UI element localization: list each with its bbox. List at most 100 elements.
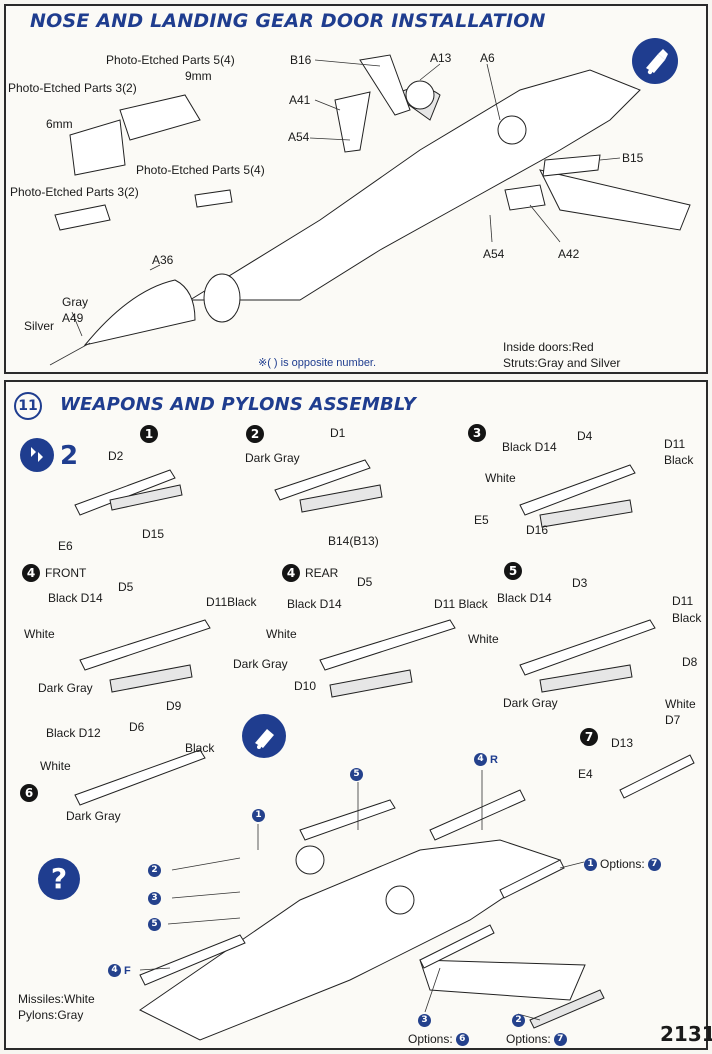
callout-5-side: 5	[148, 918, 161, 931]
aircraft-underside	[139, 839, 562, 1041]
door-panel-small	[54, 204, 111, 231]
label-d15: D15	[142, 527, 165, 541]
label-a36: A36	[152, 253, 174, 267]
label-dark-gray-2: Dark Gray	[245, 451, 300, 465]
callout-3: 3	[148, 892, 161, 905]
step-1-badge: 1	[140, 425, 158, 443]
callout-2: 2	[148, 864, 161, 877]
step-2-badge: 2	[246, 425, 264, 443]
step-11-number: 11	[18, 398, 38, 414]
missile-5-top	[299, 799, 396, 841]
label-d3: D3	[572, 576, 588, 590]
missile-f	[139, 934, 246, 986]
label-b14: B14(B13)	[328, 534, 379, 548]
label-white-3: White	[485, 471, 516, 485]
main-gear-door-b15	[542, 154, 601, 177]
label-9mm: 9mm	[185, 69, 212, 83]
missile-d4	[519, 464, 636, 516]
wing-outline	[539, 169, 691, 231]
missile-4-rear	[319, 619, 456, 671]
opposite-number-footnote: ※( ) is opposite number.	[258, 357, 377, 369]
label-d16: D16	[526, 523, 549, 537]
label-b15: B15	[622, 151, 644, 165]
label-pe32-top: Photo-Etched Parts 3(2)	[8, 81, 137, 95]
label-d11black-4r: D11 Black	[434, 597, 488, 611]
main-wheel	[497, 115, 527, 145]
label-e5: E5	[474, 513, 489, 527]
pylon-d10	[329, 669, 413, 698]
missile-4-front	[79, 619, 211, 671]
make-count: 2	[60, 441, 79, 471]
label-d7: D7	[665, 713, 681, 727]
missile-d1	[274, 459, 371, 501]
label-d13: D13	[611, 736, 634, 750]
label-d9: D9	[166, 699, 182, 713]
step-3-badge: 3	[468, 424, 486, 442]
missile-opt3	[419, 924, 495, 969]
label-white-4r: White	[266, 627, 297, 641]
paint-inside-doors: Inside doors:Red	[503, 340, 594, 354]
front-door-assembly	[69, 119, 126, 176]
door-panel-pe5	[194, 189, 233, 208]
page-number: 2131	[660, 1022, 712, 1046]
nose-gear-b16	[359, 54, 411, 116]
weapons-title: WEAPONS AND PYLONS ASSEMBLY	[60, 394, 416, 415]
make-two-icon	[20, 438, 54, 472]
label-d1: D1	[330, 426, 346, 440]
label-a41: A41	[289, 93, 311, 107]
missile-d3	[519, 619, 656, 676]
pylon-d9	[109, 664, 193, 693]
help-question-mark: ?	[50, 862, 68, 895]
label-white-6: White	[40, 759, 71, 773]
label-silver: Silver	[24, 319, 55, 333]
missile-opt1	[499, 859, 565, 899]
nose-gear-title: NOSE AND LANDING GEAR DOOR INSTALLATION	[30, 10, 546, 32]
pylon-opt2	[529, 989, 605, 1029]
double-part-icon	[31, 447, 43, 462]
pylon-b14	[299, 484, 383, 513]
glue-icon-weapons	[242, 714, 286, 758]
label-black-3: Black	[664, 453, 694, 467]
label-black-d14-3: Black D14	[502, 440, 557, 454]
glue-tube-icon	[255, 729, 274, 749]
label-a49: A49	[62, 311, 84, 325]
label-white-4f: White	[24, 627, 55, 641]
nose-wheel	[405, 80, 435, 110]
nose-cone-a36	[83, 279, 196, 346]
label-black-d14-5: Black D14	[497, 591, 552, 605]
label-e4: E4	[578, 767, 593, 781]
step-11-badge: 11	[14, 392, 42, 420]
step-6-badge: 6	[20, 784, 38, 802]
label-dark-gray-6: Dark Gray	[66, 809, 121, 823]
label-6mm: 6mm	[46, 117, 73, 131]
label-a54-left: A54	[288, 130, 310, 144]
label-a13: A13	[430, 51, 452, 65]
label-black-5: Black	[672, 611, 702, 625]
aircraft-wing	[419, 959, 586, 1001]
glue-icon	[632, 38, 678, 84]
label-dark-gray-5: Dark Gray	[503, 696, 558, 710]
fuselage-outline	[188, 69, 641, 301]
label-a54-right: A54	[483, 247, 505, 261]
nose-gear-drawing	[49, 54, 691, 366]
label-d5-4f: D5	[118, 580, 134, 594]
label-black-d14-4f: Black D14	[48, 591, 103, 605]
label-gray: Gray	[62, 295, 89, 309]
under-main-wheel	[385, 885, 415, 915]
label-d11-3: D11	[664, 437, 686, 451]
missile-d7	[619, 754, 695, 799]
label-d8: D8	[682, 655, 698, 669]
label-d11-5: D11	[672, 594, 694, 608]
missile-r	[429, 789, 526, 841]
label-white-5: White	[468, 632, 499, 646]
label-d10: D10	[294, 679, 317, 693]
label-d4: D4	[577, 429, 593, 443]
glue-tube-icon	[646, 49, 668, 75]
